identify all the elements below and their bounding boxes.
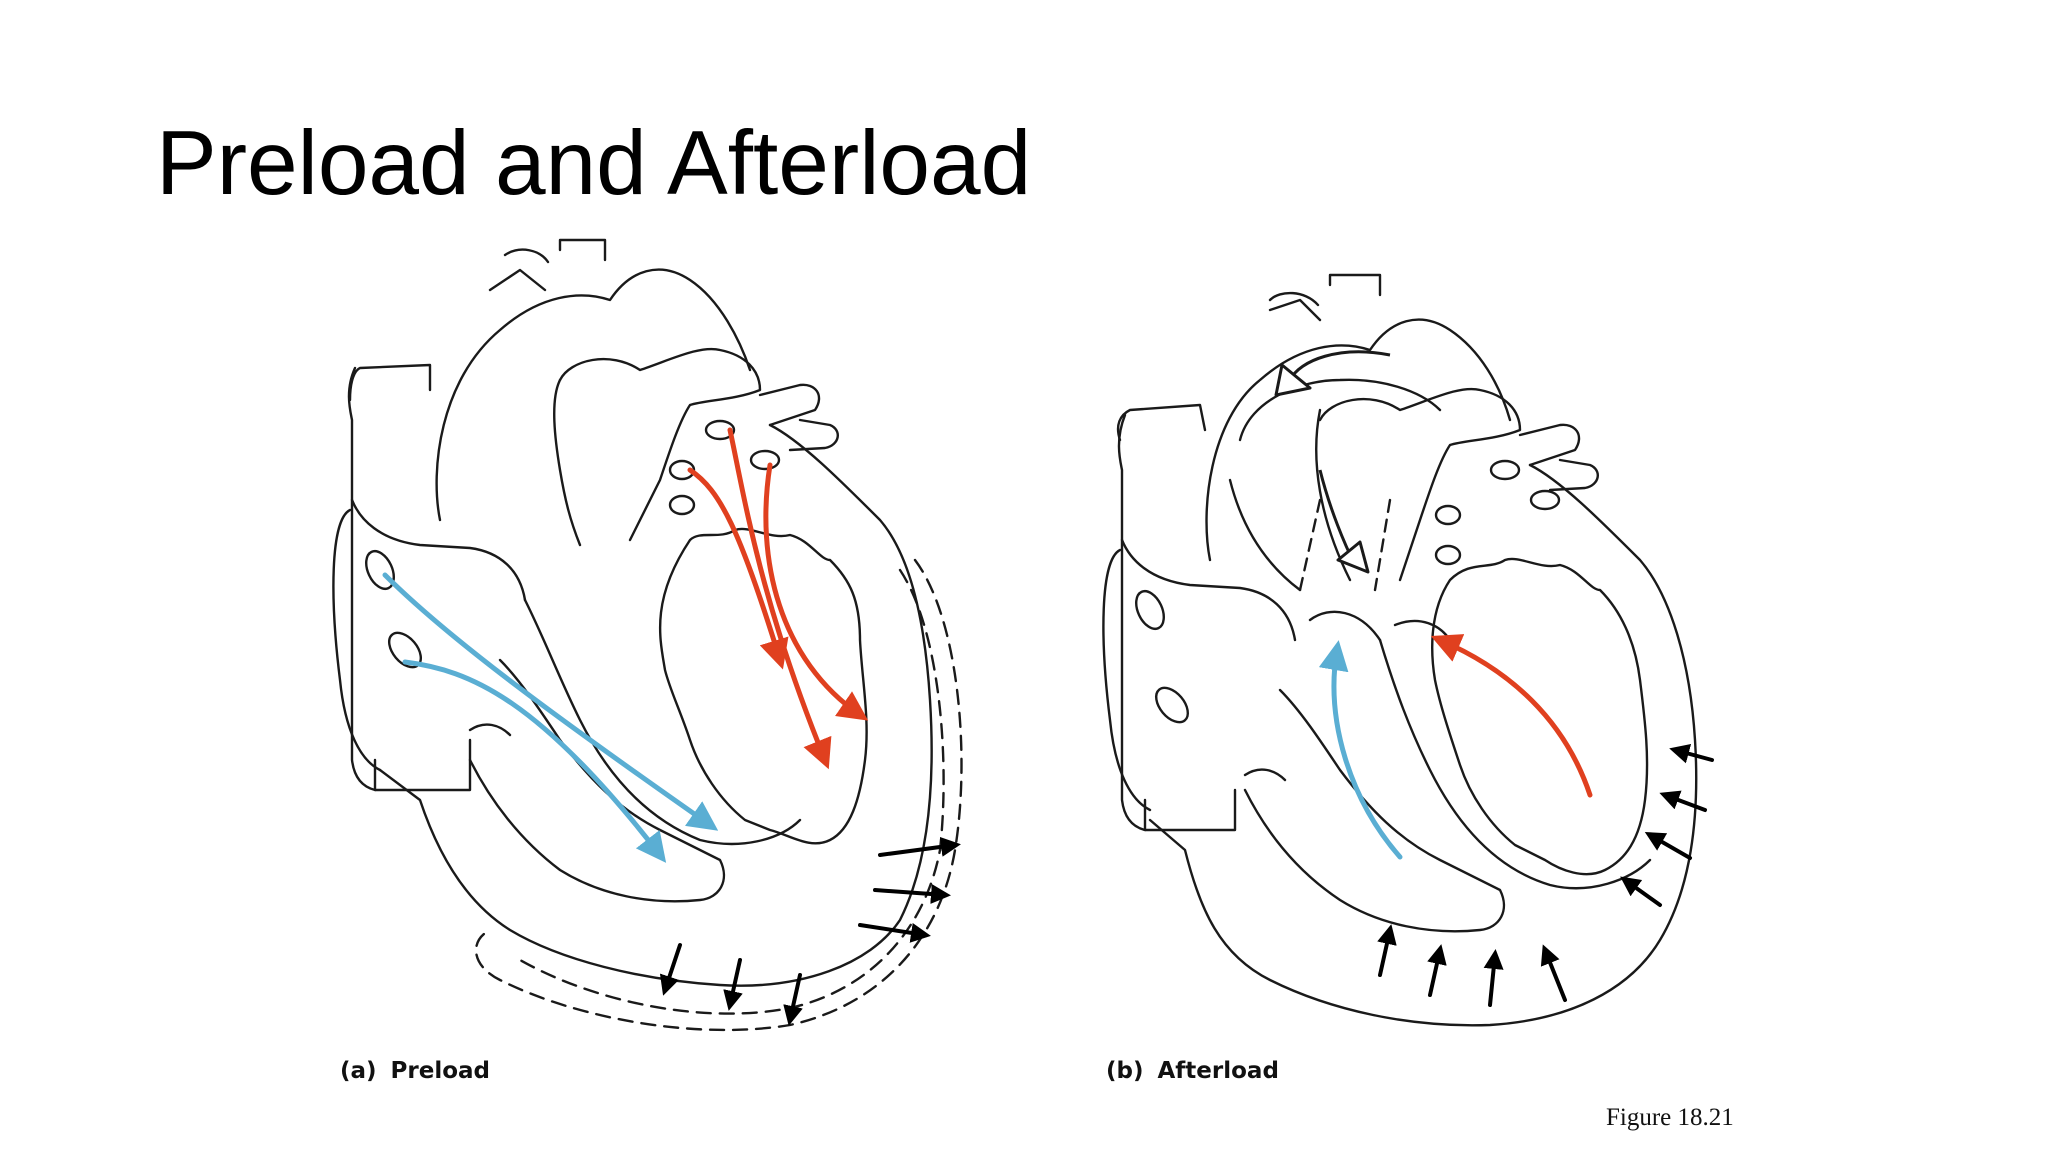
- force-arrow: [1483, 949, 1504, 1007]
- interventricular-septum: [1378, 638, 1652, 890]
- red-flow-arrow-1: [727, 427, 832, 770]
- blue-flow-arrow: [1318, 640, 1403, 860]
- aorta: [1205, 318, 1512, 562]
- force-arrow: [1669, 743, 1714, 764]
- panel-tag: (a): [340, 1058, 377, 1084]
- panel-tag: (b): [1106, 1058, 1144, 1084]
- force-arrow: [1644, 832, 1692, 860]
- red-flow-arrow: [1430, 634, 1593, 798]
- blue-flow-arrow-1: [382, 572, 719, 831]
- stretched-wall-dashed: [474, 558, 963, 1032]
- force-arrow: [1659, 790, 1707, 812]
- blue-flow-arrow-2: [402, 659, 667, 863]
- right-atrium: [1120, 538, 1297, 642]
- red-flow-arrow-3: [687, 467, 789, 670]
- force-arrow: [1540, 944, 1567, 1002]
- force-arrow: [783, 973, 803, 1026]
- force-arrow: [1620, 876, 1662, 907]
- force-arrow: [858, 922, 931, 943]
- left-ventricle-cavity: [1431, 557, 1649, 876]
- aortic-outflow-arrow: [1274, 350, 1391, 574]
- slide-title: Preload and Afterload: [156, 113, 1032, 214]
- pulmonary-trunk: [558, 347, 762, 542]
- stretch-force-arrows: [659, 836, 961, 1026]
- figure-reference: Figure 18.21: [1606, 1104, 1734, 1131]
- force-arrow: [878, 836, 961, 857]
- heart-outer-wall: [378, 423, 933, 987]
- right-atrium: [350, 498, 527, 602]
- right-ventricle-cavity: [1243, 688, 1506, 933]
- panel-caption-preload: (a) Preload: [340, 1058, 490, 1084]
- heart-diagram-afterload: [1102, 273, 1698, 1027]
- left-ventricle-cavity: [658, 527, 868, 845]
- panel-label: Afterload: [1157, 1058, 1279, 1084]
- interventricular-septum: [523, 598, 802, 846]
- atrial-inflow-arrows: [687, 427, 869, 770]
- wall-force-arrows: [1377, 743, 1714, 1007]
- vena-cava: [348, 363, 472, 792]
- aorta: [435, 268, 752, 522]
- heart-diagram-preload: [332, 238, 963, 1032]
- vena-cava: [1116, 403, 1237, 832]
- force-arrow: [873, 884, 951, 904]
- venous-return-arrows: [382, 572, 719, 863]
- force-arrow: [1427, 944, 1447, 997]
- panel-label: Preload: [390, 1058, 491, 1084]
- ventricular-ejection-flow: [1318, 634, 1593, 860]
- panel-caption-afterload: (b) Afterload: [1106, 1058, 1279, 1084]
- force-arrow: [659, 943, 682, 996]
- red-flow-arrow-2: [763, 462, 869, 721]
- force-arrow: [723, 958, 743, 1011]
- force-arrow: [1377, 924, 1397, 977]
- pulmonary-trunk: [1318, 387, 1522, 582]
- heart-outer-wall: [1148, 463, 1698, 1027]
